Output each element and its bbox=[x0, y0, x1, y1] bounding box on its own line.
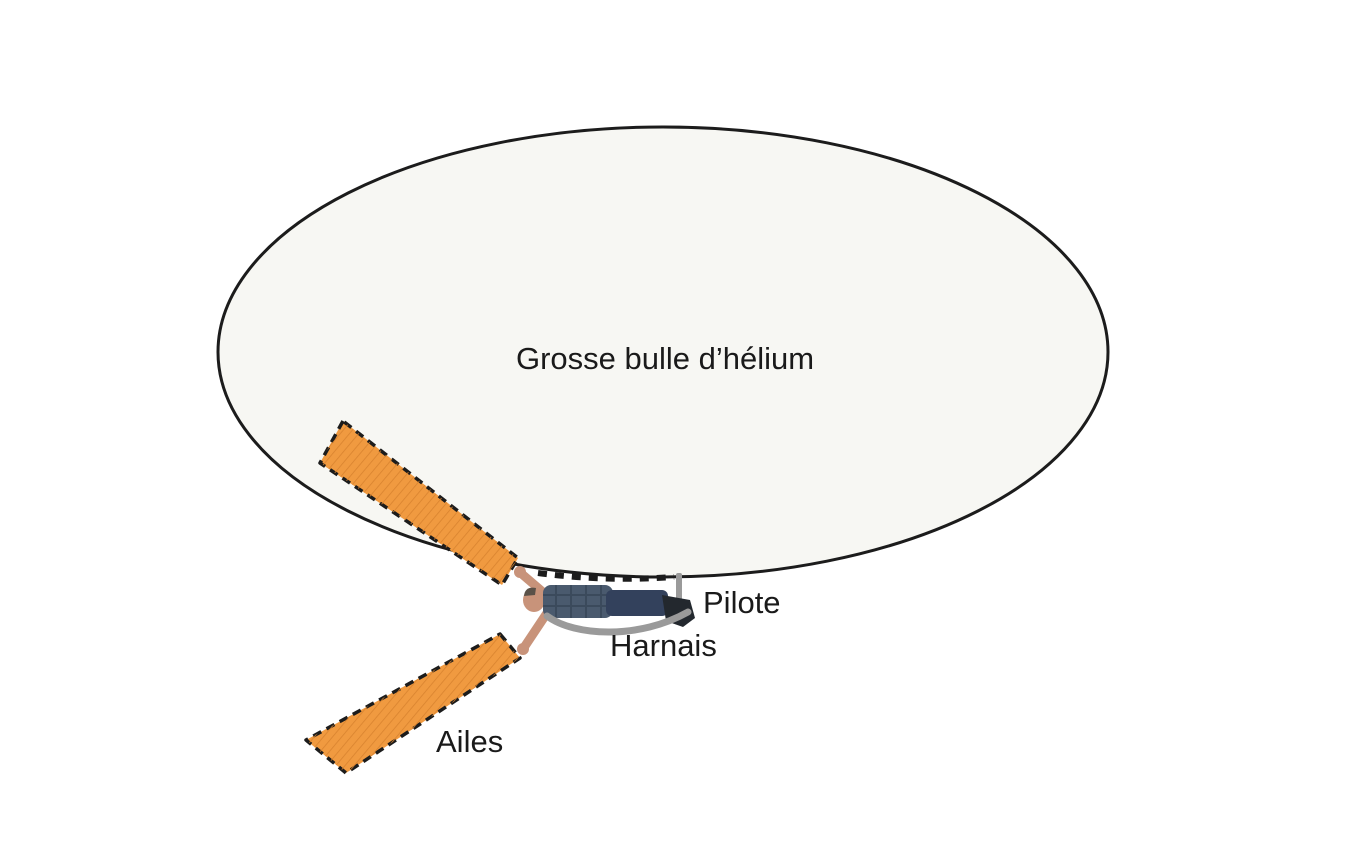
pilot-label: Pilote bbox=[703, 585, 781, 620]
balloon-label: Grosse bulle d’hélium bbox=[515, 341, 815, 376]
pilot-lower-hand bbox=[517, 643, 529, 655]
lower-wing-texture bbox=[306, 634, 520, 773]
balloon-attachment-stitching bbox=[537, 570, 675, 582]
wings-label: Ailes bbox=[436, 724, 504, 759]
pilot-hair bbox=[524, 587, 536, 596]
pilot-jeans bbox=[606, 590, 668, 616]
pilot-upper-hand bbox=[514, 566, 526, 578]
upper-wing-texture bbox=[320, 421, 518, 585]
harness-label: Harnais bbox=[610, 628, 717, 663]
pilot-shirt bbox=[543, 585, 613, 618]
pilot-shirt-plaid bbox=[543, 585, 613, 618]
harness-strap bbox=[543, 608, 692, 636]
